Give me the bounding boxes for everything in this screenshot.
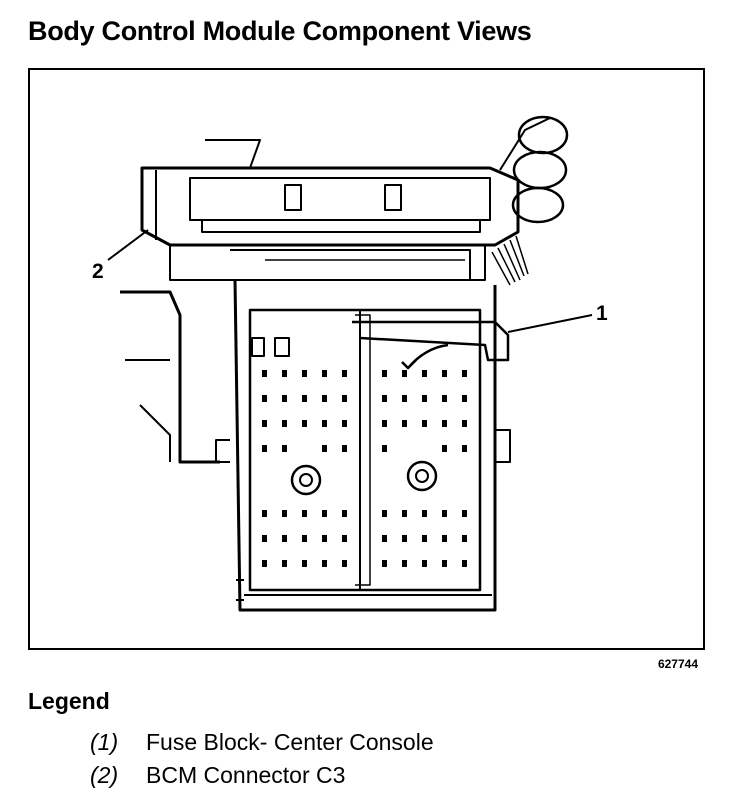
diagram-frame: 2 1 <box>28 68 705 650</box>
legend-item: (2) BCM Connector C3 <box>90 759 434 792</box>
legend-item-number: (1) <box>90 729 119 755</box>
legend-heading: Legend <box>28 688 110 714</box>
callout-1-label: 1 <box>596 302 608 325</box>
page-title: Body Control Module Component Views <box>28 16 532 46</box>
legend-item-text: BCM Connector C3 <box>146 762 346 788</box>
legend-list: (1) Fuse Block- Center Console (2) BCM Con… <box>90 726 434 792</box>
legend-item-number: (2) <box>90 762 119 788</box>
callout-2-label: 2 <box>92 260 104 283</box>
legend-item: (1) Fuse Block- Center Console <box>90 726 434 759</box>
figure-id: 627744 <box>657 657 698 671</box>
legend-item-text: Fuse Block- Center Console <box>146 729 434 755</box>
fuse-block-illustration <box>107 115 593 612</box>
